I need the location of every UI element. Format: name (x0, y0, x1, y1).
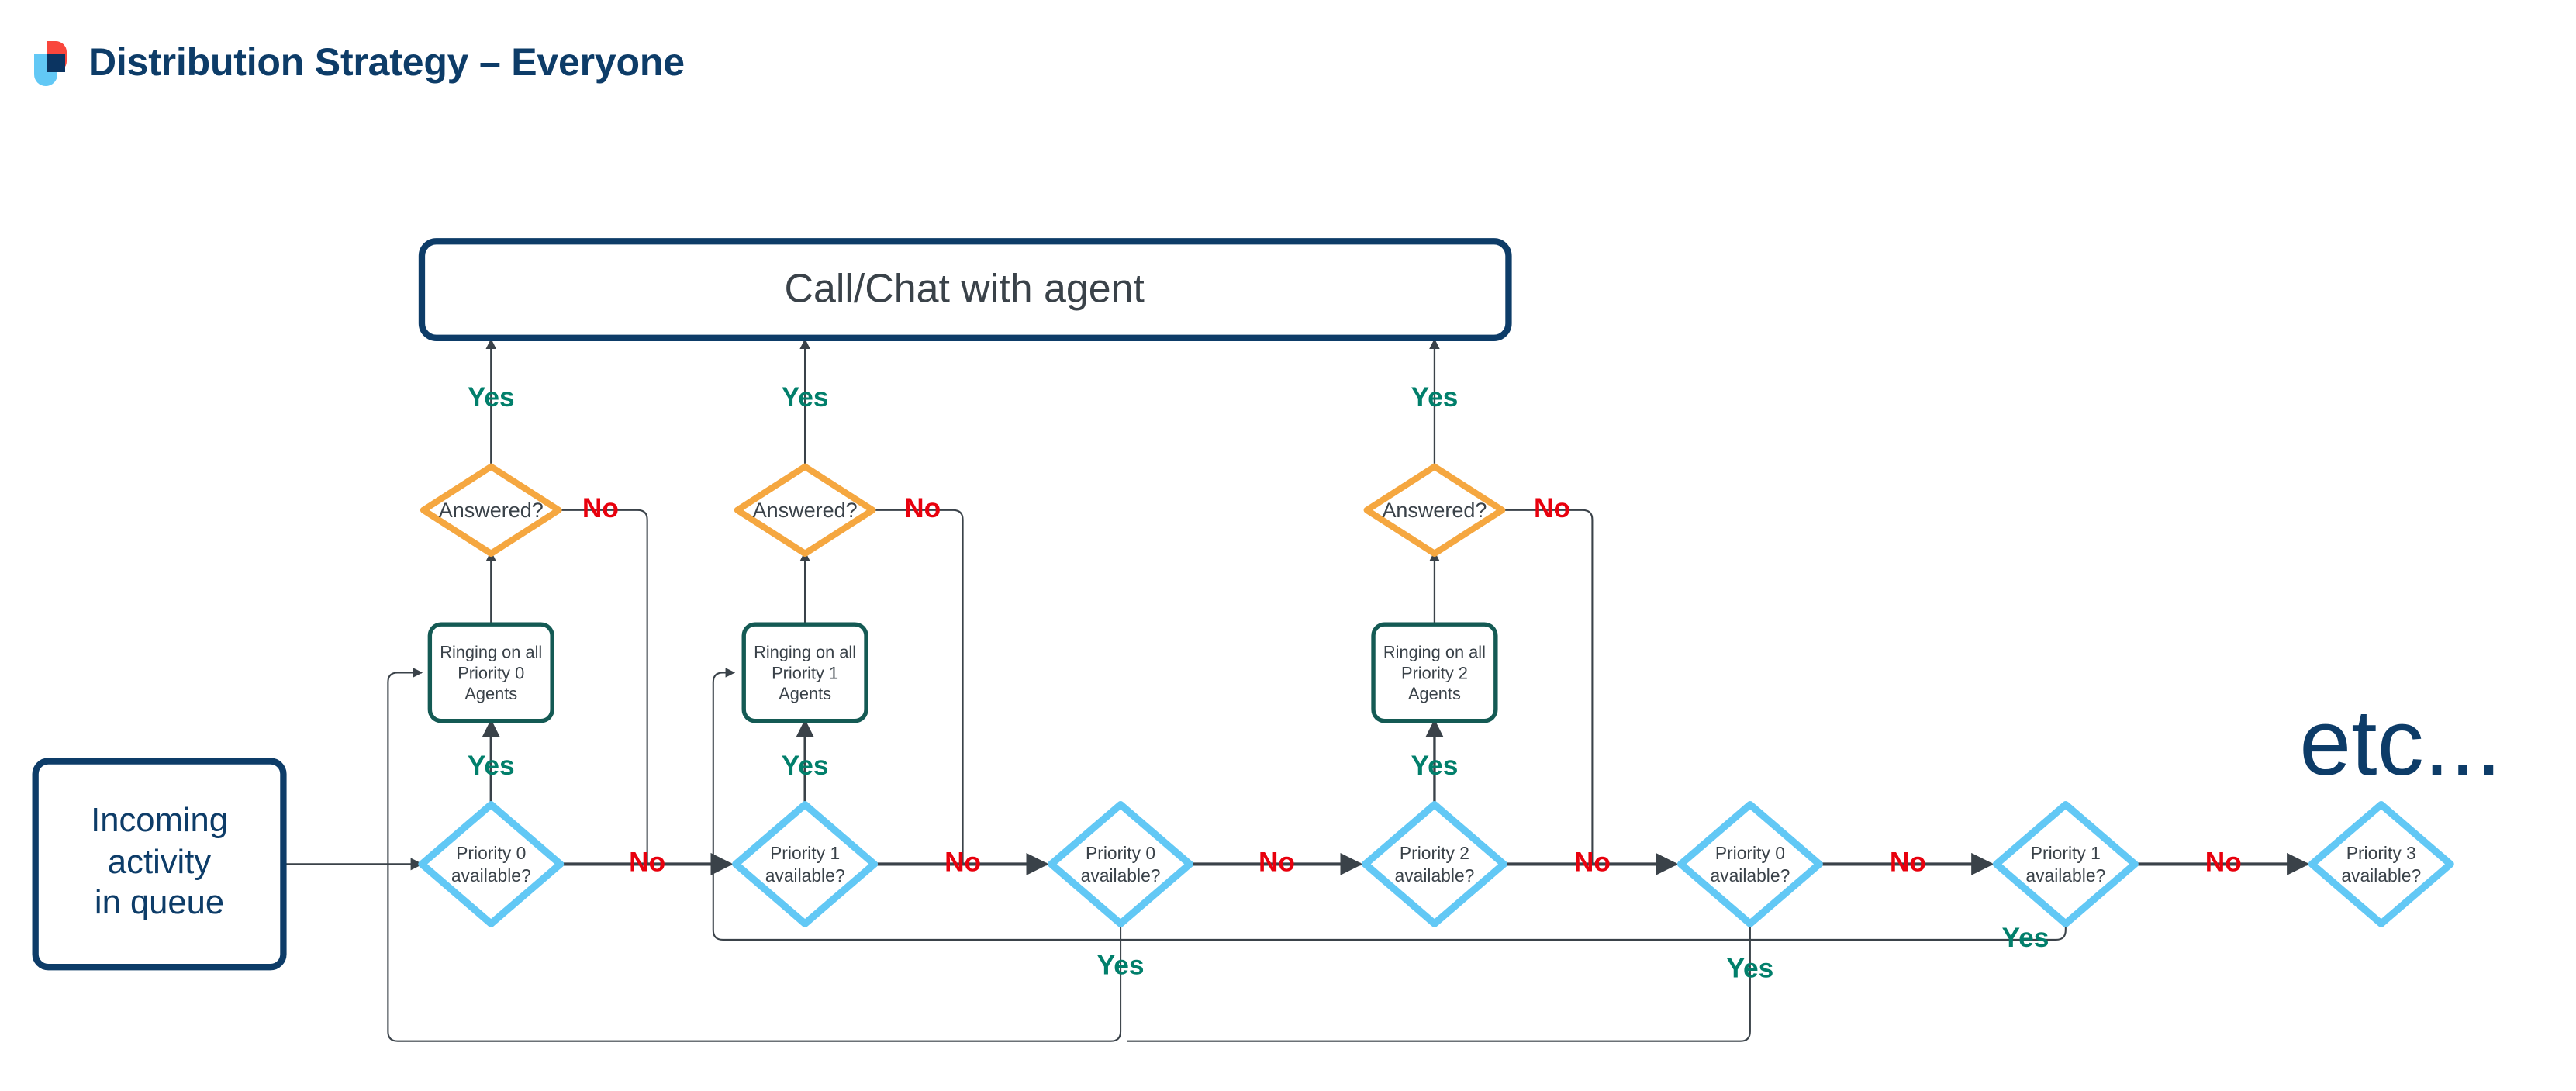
priority-available-diamond[interactable] (1992, 800, 2139, 927)
ringing-line2: Priority 0 (458, 663, 524, 682)
node-priority-0-available-c[interactable]: Priority 0 available? (1676, 800, 1823, 927)
edge-label-yes: Yes (2002, 923, 2049, 953)
node-ringing-priority-2-agents[interactable]: Ringing on all Priority 2 Agents (1371, 622, 1498, 723)
edge-label-no: No (582, 493, 619, 523)
edge-label-yes: Yes (468, 382, 515, 413)
incoming-activity-box[interactable] (32, 758, 287, 971)
priority-available-line1: Priority 2 (1400, 843, 1469, 863)
edge-ans1-no-down (872, 509, 964, 865)
edge-p1b-yes-to-ring1 (712, 668, 2067, 941)
priority-available-line1: Priority 1 (770, 843, 840, 863)
edge-label-no: No (1534, 493, 1570, 523)
priority-available-line2: available? (1395, 865, 1475, 886)
priority-available-line2: available? (2025, 865, 2105, 886)
ringing-box[interactable] (427, 622, 554, 723)
edge-p0b-yes-to-ring0 (387, 668, 1122, 1042)
ringing-line2: Priority 2 (1401, 663, 1468, 682)
edge-ans2-no-down (1502, 509, 1594, 865)
priority-available-line1: Priority 0 (456, 843, 526, 863)
node-answered-priority-2[interactable]: Answered? (1363, 463, 1506, 558)
node-priority-0-available-a[interactable]: Priority 0 available? (418, 800, 565, 927)
priority-available-line2: available? (765, 865, 845, 886)
priority-available-diamond[interactable] (418, 800, 565, 927)
priority-available-line1: Priority 0 (1715, 843, 1785, 863)
priority-available-line2: available? (451, 865, 531, 886)
answered-diamond[interactable] (734, 463, 876, 558)
ringing-line3: Agents (1408, 684, 1461, 703)
answered-label: Answered? (753, 499, 858, 522)
priority-available-line2: available? (1081, 865, 1161, 886)
node-incoming-activity-in-queue[interactable]: Incoming activity in queue (32, 758, 287, 971)
priority-available-line1: Priority 3 (2346, 843, 2416, 863)
edge-label-yes: Yes (782, 382, 829, 413)
node-ringing-priority-0-agents[interactable]: Ringing on all Priority 0 Agents (427, 622, 554, 723)
node-priority-0-available-b[interactable]: Priority 0 available? (1048, 800, 1194, 927)
ringing-line2: Priority 1 (772, 663, 838, 682)
incoming-activity-line2: activity (108, 844, 211, 881)
page-header: Distribution Strategy – Everyone (0, 0, 2576, 124)
call-chat-label: Call/Chat with agent (784, 265, 1145, 310)
priority-available-diamond[interactable] (1676, 800, 1823, 927)
edge-layer (283, 338, 2310, 1042)
priority-available-diamond[interactable] (1048, 800, 1194, 927)
priority-available-line1: Priority 0 (1086, 843, 1155, 863)
priority-available-line2: available? (1710, 865, 1790, 886)
priority-available-diamond[interactable] (2308, 800, 2454, 927)
priority-available-line1: Priority 1 (2031, 843, 2101, 863)
ringing-line1: Ringing on all (440, 642, 542, 661)
priority-available-line2: available? (2341, 865, 2421, 886)
edge-label-yes: Yes (468, 751, 515, 781)
answered-label: Answered? (1382, 499, 1487, 522)
ringing-box[interactable] (741, 622, 868, 723)
ringing-line3: Agents (464, 684, 517, 703)
logo-navy-square (47, 54, 65, 72)
edge-label-layer: No No No No No No No No No Yes Yes Yes Y… (468, 382, 2242, 984)
ringing-line1: Ringing on all (754, 642, 856, 661)
edge-label-yes: Yes (1097, 951, 1145, 981)
answered-diamond[interactable] (420, 463, 562, 558)
edge-label-no: No (1259, 848, 1295, 878)
edge-label-no: No (904, 493, 941, 523)
ringing-line1: Ringing on all (1383, 642, 1486, 661)
page-title: Distribution Strategy – Everyone (88, 40, 685, 84)
edge-p0c-yes-to-ring0 (1127, 925, 1751, 1042)
edge-label-yes: Yes (1726, 954, 1773, 984)
node-answered-priority-0[interactable]: Answered? (420, 463, 562, 558)
node-answered-priority-1[interactable]: Answered? (734, 463, 876, 558)
edge-label-no: No (2205, 848, 2242, 878)
ringing-box[interactable] (1371, 622, 1498, 723)
edge-label-no: No (944, 848, 981, 878)
node-call-chat-with-agent[interactable]: Call/Chat with agent (418, 238, 1512, 341)
edge-label-no: No (1574, 848, 1611, 878)
incoming-activity-line3: in queue (95, 884, 224, 921)
node-priority-3-available-a[interactable]: Priority 3 available? (2308, 800, 2454, 927)
ringing-line3: Agents (779, 684, 831, 703)
edge-label-yes: Yes (782, 751, 829, 781)
edge-ans0-no-down (558, 509, 648, 865)
node-ringing-priority-1-agents[interactable]: Ringing on all Priority 1 Agents (741, 622, 868, 723)
edge-label-yes: Yes (1411, 382, 1459, 413)
answered-label: Answered? (439, 499, 544, 522)
node-priority-1-available-b[interactable]: Priority 1 available? (1992, 800, 2139, 927)
node-priority-1-available-a[interactable]: Priority 1 available? (732, 800, 879, 927)
node-priority-2-available-a[interactable]: Priority 2 available? (1361, 800, 1507, 927)
etc-annotation: etc... (2299, 690, 2502, 795)
brand-logo-icon (29, 41, 67, 86)
edge-label-no: No (629, 848, 665, 878)
edge-label-yes: Yes (1411, 751, 1459, 781)
answered-diamond[interactable] (1363, 463, 1506, 558)
priority-available-diamond[interactable] (1361, 800, 1507, 927)
incoming-activity-line1: Incoming (91, 802, 228, 839)
priority-available-diamond[interactable] (732, 800, 879, 927)
edge-label-no: No (1890, 848, 1926, 878)
call-chat-box[interactable] (418, 238, 1512, 341)
